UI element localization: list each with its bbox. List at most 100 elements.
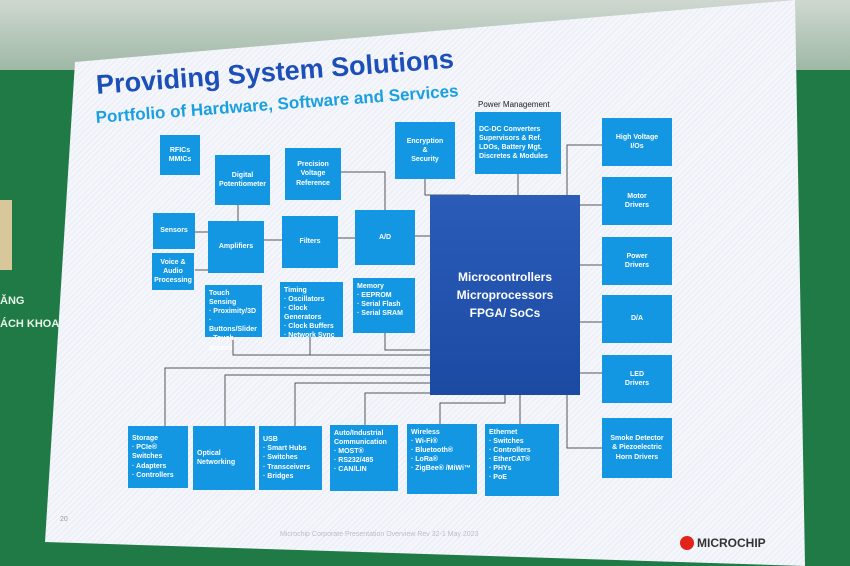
block-text: Ethernet [489,429,518,436]
block-text: · Transceivers [263,463,311,471]
block-text: Touch Sensing [209,290,237,307]
block-text: FPGA/ SoCs [469,306,541,320]
block-text: · Proximity/3D [209,308,257,316]
block-text: · RS232/485 [334,457,374,465]
block-text: Processing [154,277,192,285]
block-text: Wireless [411,429,440,436]
block-text: · Smart Hubs [263,445,307,453]
led-drivers-block: LED Drivers [602,355,672,403]
wall-text: ĂNG [0,295,25,307]
logo-text: MICROCHIP [697,536,766,550]
block-text: · ZigBee® /MiWi™ [411,465,471,473]
block-text: Timing [284,287,307,294]
block-text: USB [263,436,278,444]
block-text: · Clock Buffers [284,323,334,331]
block-text: & Piezoelectric [612,444,662,452]
block-text: & [422,146,428,154]
block-text: · Bridges [263,472,294,480]
block-text: Memory [357,283,384,290]
block-text: · EtherCAT® [489,456,531,464]
block-text: Potentiometer [218,181,267,188]
block-text: · LoRa® [411,456,438,464]
block-text: LED [630,370,644,378]
power-management-label: Power Management [478,100,550,109]
block-text: Auto/Industrial [334,430,384,437]
microchip-logo-icon [680,536,694,550]
block-text: Smoke Detector [610,435,664,443]
block-text: · Controllers [489,447,531,455]
block-text: · PHYs [489,465,512,473]
block-text: LDOs, Battery Mgt. [479,144,543,151]
wall-text: ÁCH KHOA [0,318,60,330]
storage-block: Storage· PCIe® Switches· Adapters· Contr… [128,426,188,488]
block-text: Horn Drivers [615,453,659,461]
block-text: · EEPROM [357,292,392,300]
block-text: · Serial Flash [357,301,401,309]
block-text: · Switches [263,454,298,462]
block-text: · MOST® [334,448,364,456]
block-text: · PCIe® Switches [132,444,163,461]
block-text: · Oscillators [284,296,325,304]
block-text: A/D [378,233,392,241]
block-text: RFICs [169,146,191,154]
amplifiers-block: Amplifiers [208,221,264,273]
timing-block: Timing · Oscillators· Clock Generators· C… [280,282,343,340]
block-text: Precision [297,161,329,169]
memory-block: Memory · EEPROM· Serial Flash· Serial SRA… [353,278,415,333]
da-block: D/A [602,295,672,343]
block-text: Microcontrollers [457,270,553,284]
block-text: DC-DC Converters [479,125,541,133]
ad-block: A/D [355,210,415,265]
block-text: Networking [197,459,236,466]
block-text: Optical [197,449,221,457]
wall-sign [0,200,12,270]
block-text: Supervisors & Ref. [479,134,542,142]
block-text: Discretes & Modules [479,153,548,161]
block-text: · Switches [489,438,524,446]
block-text: · PoE [489,474,507,482]
block-text: Drivers [624,202,650,209]
block-text: Security [411,156,439,164]
block-text: Microprocessors [456,288,554,302]
block-text: D/A [630,315,644,323]
page-number: 20 [60,516,68,523]
block-text: · Serial SRAM [357,310,403,318]
sensors-block: Sensors [153,213,195,249]
block-text: · Adapters [132,462,167,470]
filters-block: Filters [282,216,338,268]
block-text: · Buttons/Slider [209,317,257,334]
block-text: High Voltage [615,133,659,141]
block-text: · CAN/LIN [334,466,367,474]
block-text: Voltage [300,170,326,178]
block-text: Reference [296,179,330,187]
block-text: Storage [132,435,159,443]
wireless-block: Wireless· Wi-Fi®· Bluetooth®· LoRa®· Zig… [407,424,477,494]
microchip-logo: MICROCHIP [680,536,766,550]
block-text: MMICs [168,156,192,163]
block-text: · Controllers [132,471,174,479]
block-text: Drivers [624,380,650,387]
block-text: Drivers [624,262,650,269]
block-text: Power [626,252,648,260]
block-text: Audio [163,267,183,275]
block-text: Encryption [406,137,444,145]
block-text: · Clock Generators [284,305,322,322]
touch-sensing-block: Touch Sensing· Proximity/3D· Buttons/Sli… [205,285,262,352]
block-text: Sensors [160,227,188,235]
block-text: Filters [299,238,321,246]
block-text: · Network Sync [284,332,335,340]
block-text: Digital [231,171,254,179]
block-text: Communication [334,439,387,447]
ethernet-block: Ethernet · Switches· Controllers· EtherCA… [485,424,559,496]
